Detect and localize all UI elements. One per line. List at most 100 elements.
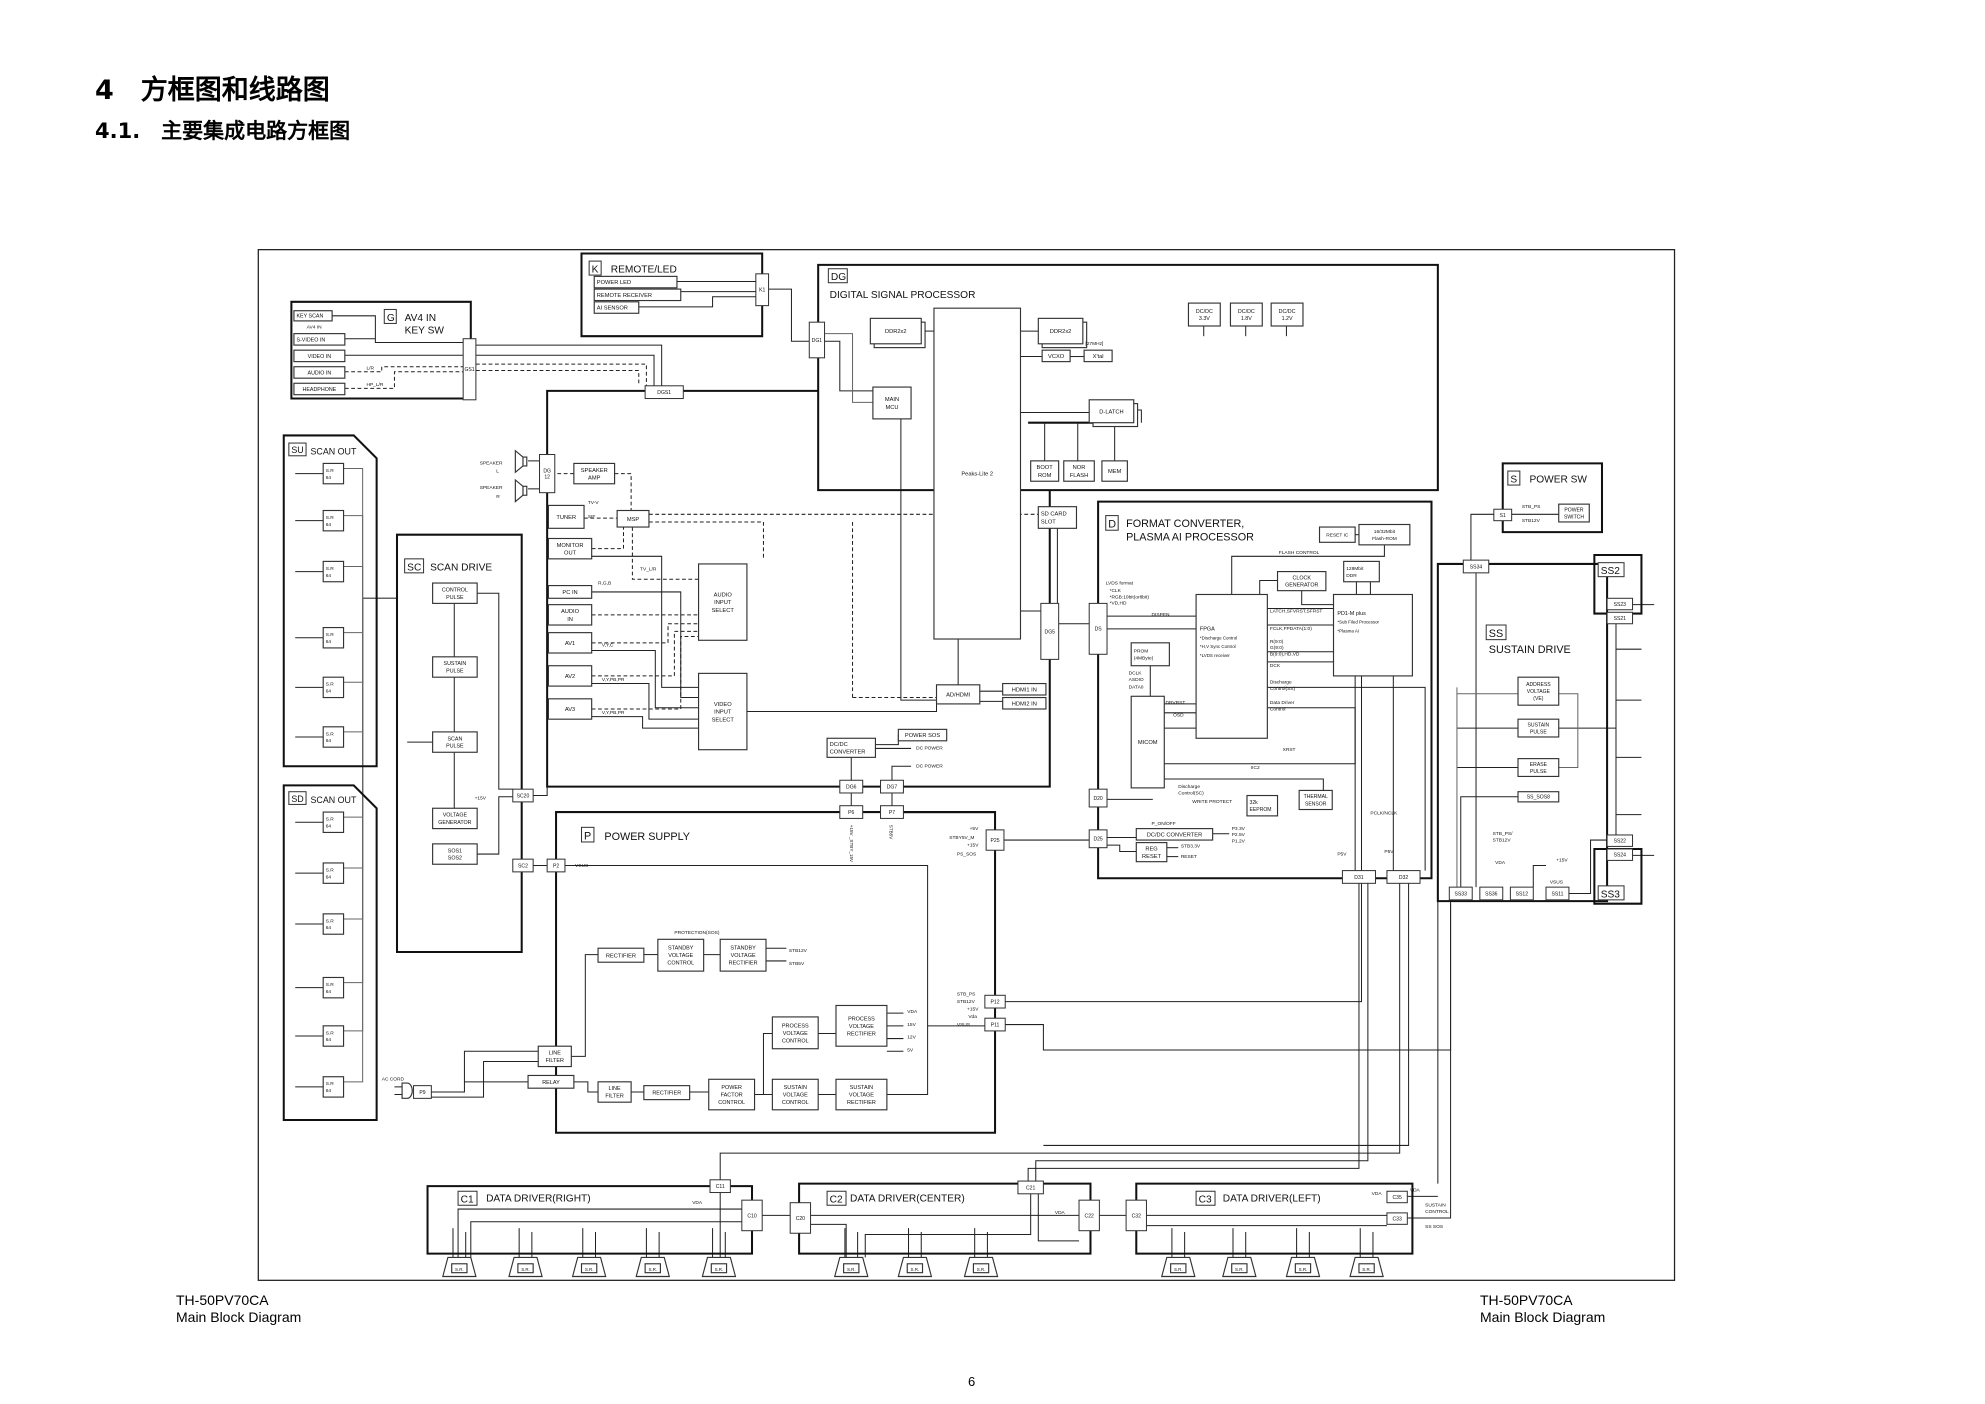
block-label: POWER LED [597,280,631,286]
connector-label: D31 [1354,875,1363,881]
signal-wire [810,1223,847,1258]
signal-label-sustain-control: SUSTAIN [1425,1203,1446,1209]
block-label: TUNER [556,515,576,521]
connector-label: GS1 [464,367,474,373]
signal-label-l: L [496,468,499,474]
block-label: 64 [326,475,332,481]
connector-label: DG [543,468,551,474]
signal-wire [1037,1193,1080,1242]
block-label: *H,V Sync Control [1200,644,1236,649]
signal-wire [591,630,699,677]
block-label: S.R. [455,1267,464,1272]
block-label: S.R [326,682,335,688]
dg-board-lower-outline [546,389,1051,788]
board-code-box [1507,470,1521,486]
block-label: PULSE [446,669,464,675]
signal-wire [1259,579,1278,595]
block-av3: AV3 [547,698,593,720]
signal-wire [824,333,873,403]
board-code: SC [407,562,421,573]
block-label: STANDBY [668,946,694,952]
signal-label-asdio: ASDIO [1129,677,1144,683]
block-label: *Plasma AI [1337,629,1359,634]
signal-label-lvds-vdhd: *VD,HD [1110,601,1127,607]
signal-label-dis-sc2: Control(SC) [1178,790,1204,796]
block-label: 64 [326,874,332,880]
block-label: FPGA [1200,626,1215,632]
block-label: CONTROL [667,961,694,967]
signal-label-ss-sos: SS SOS [1425,1224,1443,1230]
block-label: S.R. [585,1267,594,1272]
signal-wire [332,315,464,344]
block-pc-in: PC IN [547,584,593,599]
block-label: VOLTAGE [668,953,693,959]
speaker-icon [514,449,528,474]
block-label: VIDEO [714,702,732,708]
board-title: FORMAT CONVERTER, [1126,518,1244,530]
block-label: PD1-M plus [1337,611,1366,617]
signal-wire [431,1050,539,1093]
connector-label: P25 [991,838,1000,844]
board-code: C1 [461,1195,474,1206]
block-label: S.R [326,918,335,924]
section-title: 4.1. 主要集成电路方框图 [95,119,351,143]
block-label: PULSE [446,595,464,601]
block-label: CONTROL [782,1100,809,1106]
block-label: S.R. [648,1267,657,1272]
block-label: DC/DC [830,742,848,748]
connector-label: P12 [991,1000,1000,1006]
block-fpga: FPGA*Discharge Control*H,V Sync Control*… [1195,593,1268,739]
shift-register-64: S.R64 [322,676,345,699]
block-label: S.R [326,566,335,572]
block-label: 128Mbit [1346,566,1364,572]
connector-label: C11 [716,1184,725,1190]
block-label: 3.3V [1199,316,1210,322]
connector-d25: D25 [1088,829,1108,849]
connector-p7: P7 [880,805,904,819]
block-remote-receiver: REMOTE RECEIVER [593,288,682,302]
signal-label-xrst: XRST [1283,747,1296,753]
connector-ss36: SS36 [1479,886,1504,901]
block-label: POWER SOS [905,733,940,739]
signal-wire [1107,844,1137,853]
block-label: 64 [326,689,332,695]
connector-c33: C33 [1386,1212,1408,1225]
block-label: OUT [564,551,577,557]
block-dcdc18: DC/DC1.8V [1229,302,1263,327]
signal-label-dis-ss2: Control(SS) [1270,686,1296,692]
signal-wire [1231,544,1385,595]
connector-label: C32 [1132,1213,1141,1219]
signal-label-p7-sig: STB5V [888,825,893,840]
block-label: S.R [326,468,335,474]
block-label: S.R [326,632,335,638]
data-driver-shift-register: S.R. [635,1256,671,1278]
signal-wire [762,1032,773,1095]
block-label: INPUT [714,600,732,606]
signal-label-dc-power2: DC POWER [916,764,943,770]
block-label: RECTIFIER [847,1031,876,1037]
block-label: S.R [326,817,335,823]
block-label: 32k [1250,800,1259,806]
signal-wire [475,363,647,386]
signal-label-drvrst: DRVRST [1166,700,1186,706]
signal-label-stb33: STB3.3V [1181,844,1201,850]
connector-dg5: DG5 [1040,602,1060,660]
signal-wire [719,883,1401,1180]
board-title: DATA DRIVER(CENTER) [850,1193,965,1204]
board-title: SCAN OUT [310,795,357,805]
block-label: RELAY [542,1080,560,1086]
block-label: SCAN [447,736,462,742]
signal-label-ss-stb: STB_PS/ [1493,831,1514,837]
signal-label-p5v-2: P5V [1384,849,1394,855]
block-label: VIDEO IN [308,354,332,360]
